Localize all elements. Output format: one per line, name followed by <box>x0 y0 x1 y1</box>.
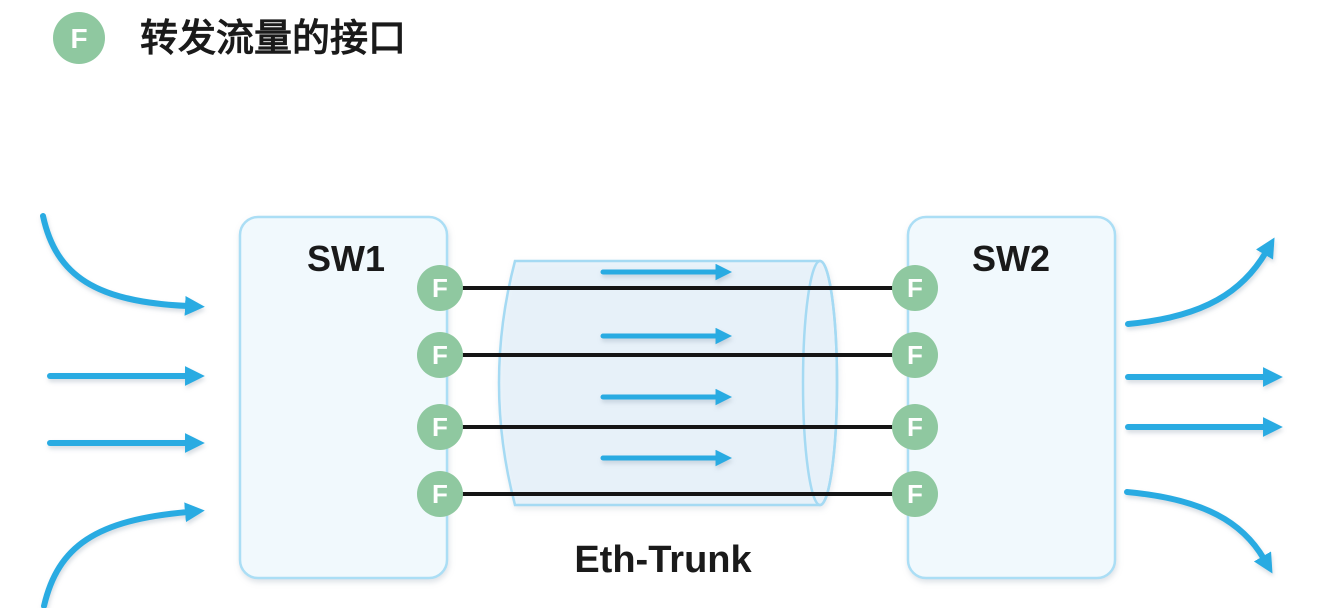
sw2-port-symbol-2: F <box>907 340 923 370</box>
sw2-box <box>906 215 1117 580</box>
sw1-label: SW1 <box>307 238 385 279</box>
sw2-port-symbol-4: F <box>907 479 923 509</box>
outgoing-arrow-4 <box>1124 489 1273 574</box>
incoming-arrow-4 <box>41 502 205 608</box>
sw1-port-symbol-1: F <box>432 273 448 303</box>
sw2-label: SW2 <box>972 238 1050 279</box>
sw2-port-icon-4: F <box>892 471 938 517</box>
sw1-box <box>238 215 449 580</box>
legend-port-symbol: F <box>70 23 87 54</box>
eth-trunk-cylinder <box>497 259 839 507</box>
sw1-port-symbol-2: F <box>432 340 448 370</box>
sw1-port-icon-4: F <box>417 471 463 517</box>
outgoing-arrow-1 <box>1125 237 1275 327</box>
eth-trunk-label: Eth-Trunk <box>574 539 752 581</box>
sw1-port-icon-3: F <box>417 404 463 450</box>
sw1-port-icon-2: F <box>417 332 463 378</box>
sw2-port-symbol-3: F <box>907 412 923 442</box>
legend-label: 转发流量的接口 <box>140 18 406 60</box>
sw2-port-icon-1: F <box>892 265 938 311</box>
sw1-port-symbol-4: F <box>432 479 448 509</box>
eth-trunk-cylinder-rim <box>801 259 839 507</box>
sw2-port-icon-3: F <box>892 404 938 450</box>
sw2-port-icon-2: F <box>892 332 938 378</box>
forwarding-port-icon <box>53 12 105 64</box>
sw1-port-symbol-3: F <box>432 412 448 442</box>
sw1-port-icon-1: F <box>417 265 463 311</box>
incoming-arrow-1 <box>40 213 205 316</box>
sw2-port-symbol-1: F <box>907 273 923 303</box>
legend: F 转发流量的接口 <box>53 12 406 64</box>
